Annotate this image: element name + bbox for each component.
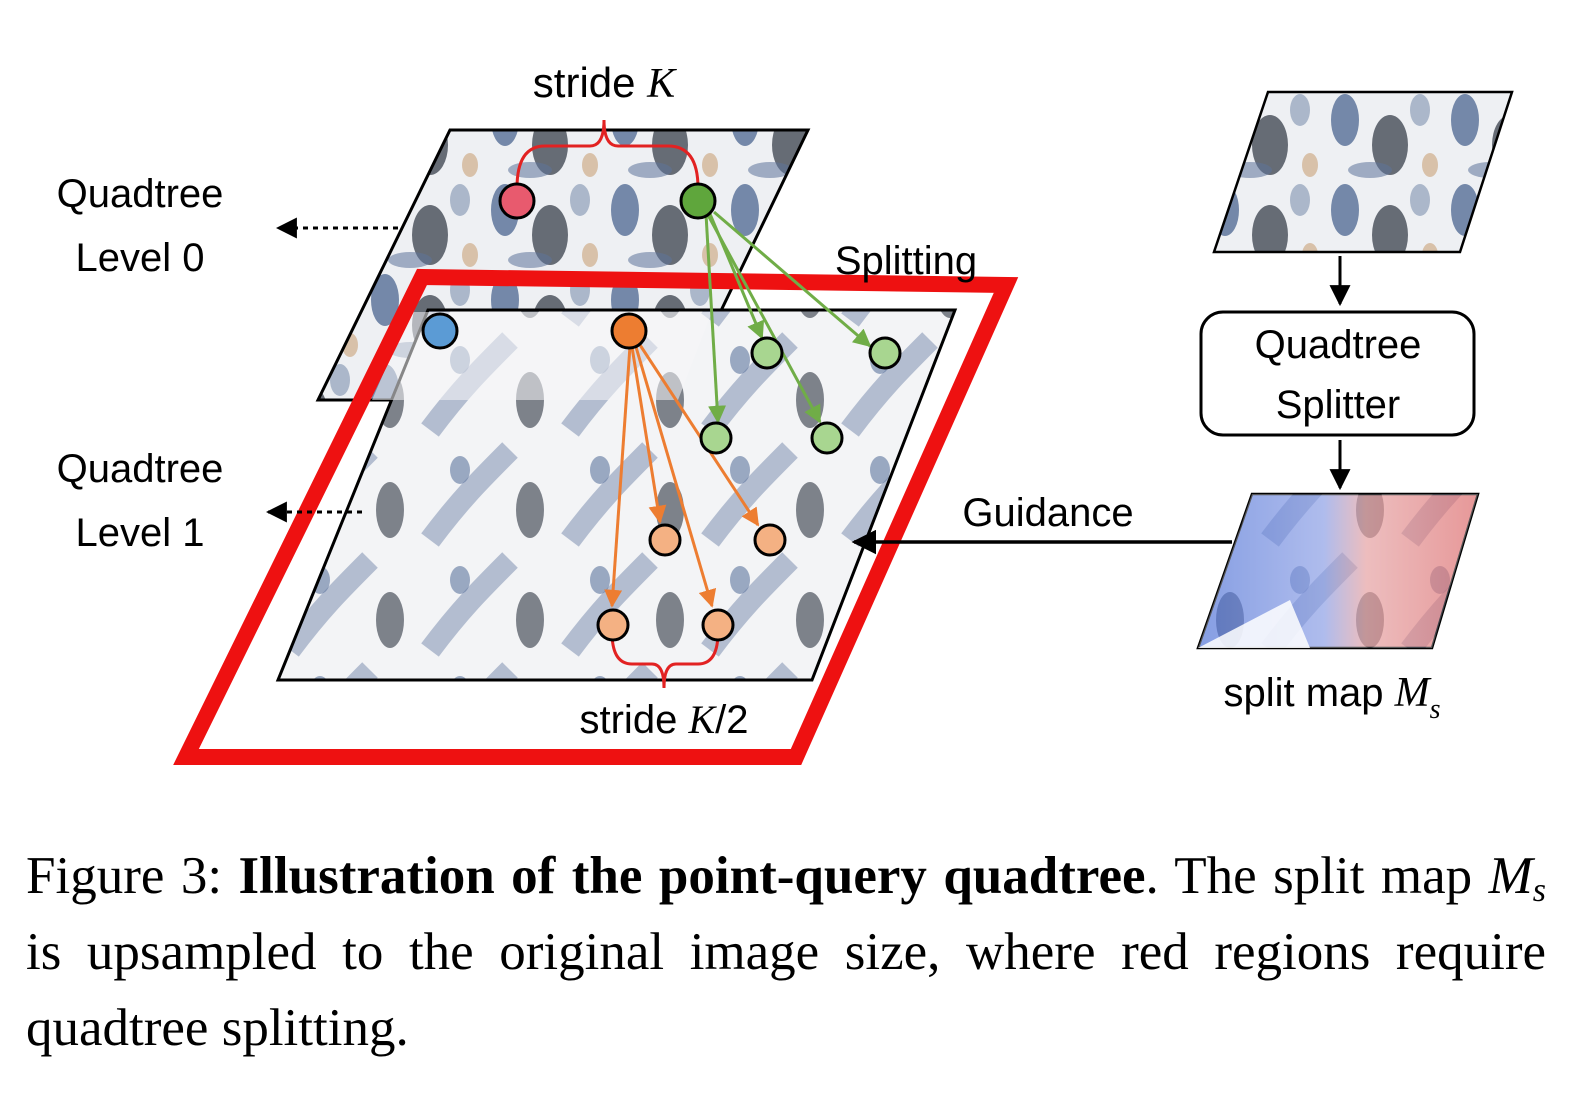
guidance-label: Guidance (962, 491, 1133, 535)
caption-text1: . The split map (1145, 847, 1489, 905)
figure-caption: Figure 3: Illustration of the point-quer… (26, 838, 1546, 1066)
caption-text2: is upsampled to the original image size,… (26, 923, 1546, 1057)
level0-point-green (679, 182, 717, 220)
caption-title: Illustration of the point-query quadtree (238, 847, 1146, 905)
level0-label-line2: Level 0 (76, 236, 205, 280)
split-map-image (1196, 492, 1480, 650)
caption-sub: s (1532, 872, 1546, 909)
level1-point-orange (596, 608, 630, 642)
green-split-arrows (704, 210, 872, 424)
quadtree-splitter-box (1199, 310, 1476, 437)
level0-point-orange (610, 312, 648, 350)
level0-label-line1: Quadtree (57, 172, 224, 216)
level1-point-orange (648, 523, 682, 557)
level1-point-green (699, 421, 733, 455)
split-map-label: split map Ms (1223, 670, 1440, 725)
level1-image (275, 308, 958, 682)
level1-point-orange (753, 523, 787, 557)
level1-point-green (810, 421, 844, 455)
input-image-thumbnail (1212, 90, 1514, 254)
splitting-label: Splitting (835, 239, 977, 283)
splitter-label-line1: Quadtree (1255, 323, 1422, 367)
stride-k2-brace (610, 631, 720, 689)
level1-label-line1: Quadtree (57, 447, 224, 491)
caption-prefix: Figure 3: (26, 847, 239, 905)
level0-point-red (498, 182, 536, 220)
level0-point-blue (421, 312, 459, 350)
stride-k2-label: stride K/2 (580, 697, 749, 742)
level1-point-orange (701, 608, 735, 642)
stride-k-label: stride K (533, 59, 677, 107)
orange-split-arrows (604, 344, 760, 608)
caption-var: M (1488, 847, 1533, 905)
level1-point-green (750, 336, 784, 370)
stride-k-brace (515, 119, 700, 189)
level1-point-green (868, 336, 902, 370)
splitter-label-line2: Splitter (1276, 383, 1401, 427)
split-region-highlight (173, 268, 1019, 765)
level1-label-line2: Level 1 (76, 511, 205, 555)
quadtree-figure: stride K Quadtree Level 0 Quadtree Level… (57, 59, 1514, 765)
